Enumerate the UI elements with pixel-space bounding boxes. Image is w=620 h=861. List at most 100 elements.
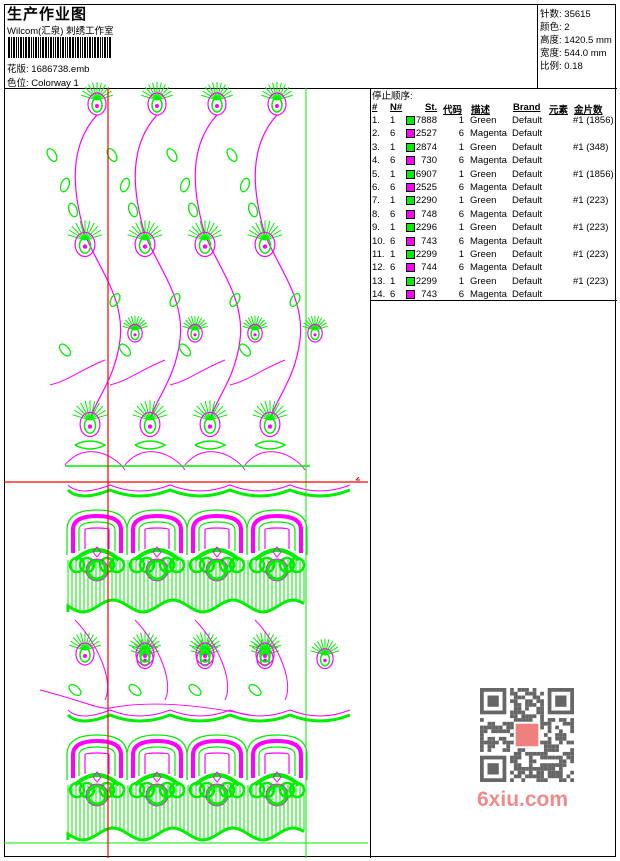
color-swatch	[406, 116, 415, 125]
qr-module	[517, 748, 522, 752]
barcode-bar	[80, 37, 81, 58]
watermark-text: 6xiu.com	[477, 788, 569, 811]
cell-brand: Default	[512, 141, 543, 153]
cell-sequins: #1 (348)	[573, 141, 609, 153]
qr-module	[555, 770, 559, 775]
cell-brand: Default	[512, 262, 543, 274]
qr-module	[525, 691, 529, 696]
qr-module	[513, 691, 518, 696]
value: 0.18	[564, 61, 583, 72]
cell-sequins: #1 (1856)	[573, 115, 614, 126]
qr-module	[506, 729, 511, 734]
qr-module	[547, 721, 552, 726]
cell-needle: 1	[390, 249, 396, 260]
qr-module	[570, 725, 574, 730]
value: 544.0 mm	[564, 48, 607, 59]
qr-module	[487, 721, 492, 726]
qr-module	[547, 718, 552, 722]
qr-module	[551, 770, 556, 775]
design-label: 花版:	[7, 64, 29, 75]
barcode-bar	[48, 37, 49, 58]
qr-module	[521, 718, 526, 722]
barcode-bar	[31, 37, 32, 58]
cell-code: 1	[458, 222, 464, 234]
col-needle: N#	[390, 102, 403, 113]
qr-module	[510, 691, 514, 696]
qr-module	[510, 688, 514, 692]
qr-module	[551, 718, 556, 722]
barcode-bar	[33, 37, 34, 58]
value: 1420.5 mm	[564, 35, 612, 46]
cell-needle: 6	[390, 262, 396, 274]
qr-module	[536, 770, 541, 775]
cell-num: 14.	[372, 289, 386, 301]
qr-module	[528, 751, 533, 756]
design-value: 1686738.emb	[31, 64, 90, 75]
qr-module	[487, 725, 492, 730]
cell-desc: Magenta	[470, 289, 507, 301]
qr-module	[510, 759, 514, 764]
qr-module	[532, 759, 537, 764]
qr-module	[487, 736, 492, 741]
cell-desc: Magenta	[470, 262, 507, 274]
qr-module	[480, 744, 484, 749]
qr-module	[551, 748, 556, 752]
label: 宽度:	[540, 48, 562, 59]
cell-needle: 6	[390, 155, 396, 167]
cell-needle: 1	[390, 195, 396, 207]
cell-brand: Default	[512, 208, 543, 220]
barcode-bar	[67, 37, 68, 58]
qr-module	[498, 736, 503, 741]
barcode-bar	[84, 37, 86, 58]
color-swatch	[406, 142, 415, 152]
qr-module	[487, 740, 492, 745]
cell-st: 2290	[415, 195, 437, 207]
qr-module	[528, 770, 533, 775]
cell-st: 744	[421, 262, 437, 274]
cell-code: 6	[458, 155, 464, 167]
qr-module	[562, 721, 567, 726]
qr-module	[558, 736, 563, 741]
cell-code: 6	[458, 235, 464, 247]
company-name: Wilcom(汇泉) 刺绣工作室	[7, 26, 114, 37]
qr-module	[498, 725, 503, 730]
divider	[4, 88, 617, 89]
qr-module	[558, 766, 563, 771]
qr-module	[525, 774, 529, 779]
cell-code: 6	[458, 128, 464, 140]
barcode-bar	[75, 37, 76, 58]
barcode-bar	[50, 37, 52, 58]
qr-module	[540, 751, 544, 756]
cell-needle: 6	[390, 182, 396, 193]
qr-module	[521, 778, 526, 782]
qr-module	[521, 710, 526, 715]
barcode-bar	[55, 37, 56, 58]
qr-module	[510, 699, 514, 704]
qr-module	[558, 770, 563, 775]
qr-module	[513, 774, 518, 779]
qr-module	[480, 748, 484, 752]
barcode-bar	[109, 37, 111, 58]
qr-module	[483, 725, 488, 730]
qr-module	[521, 695, 526, 700]
qr-module	[513, 763, 518, 767]
cell-code: 6	[458, 289, 464, 301]
barcode-bar	[25, 37, 27, 58]
qr-module	[540, 703, 544, 707]
cell-st: 730	[421, 155, 437, 167]
qr-module	[513, 718, 518, 722]
qr-module	[536, 710, 541, 715]
cell-desc: Green	[470, 115, 497, 126]
qr-module	[480, 740, 484, 745]
barcode-bar	[23, 37, 24, 58]
barcode-bar	[65, 37, 66, 58]
qr-module	[502, 729, 507, 734]
qr-module	[547, 770, 552, 775]
qr-module	[525, 706, 529, 711]
cell-desc: Green	[470, 275, 497, 287]
qr-module	[487, 748, 492, 752]
cell-brand: Default	[512, 275, 543, 287]
qr-module	[517, 710, 522, 715]
